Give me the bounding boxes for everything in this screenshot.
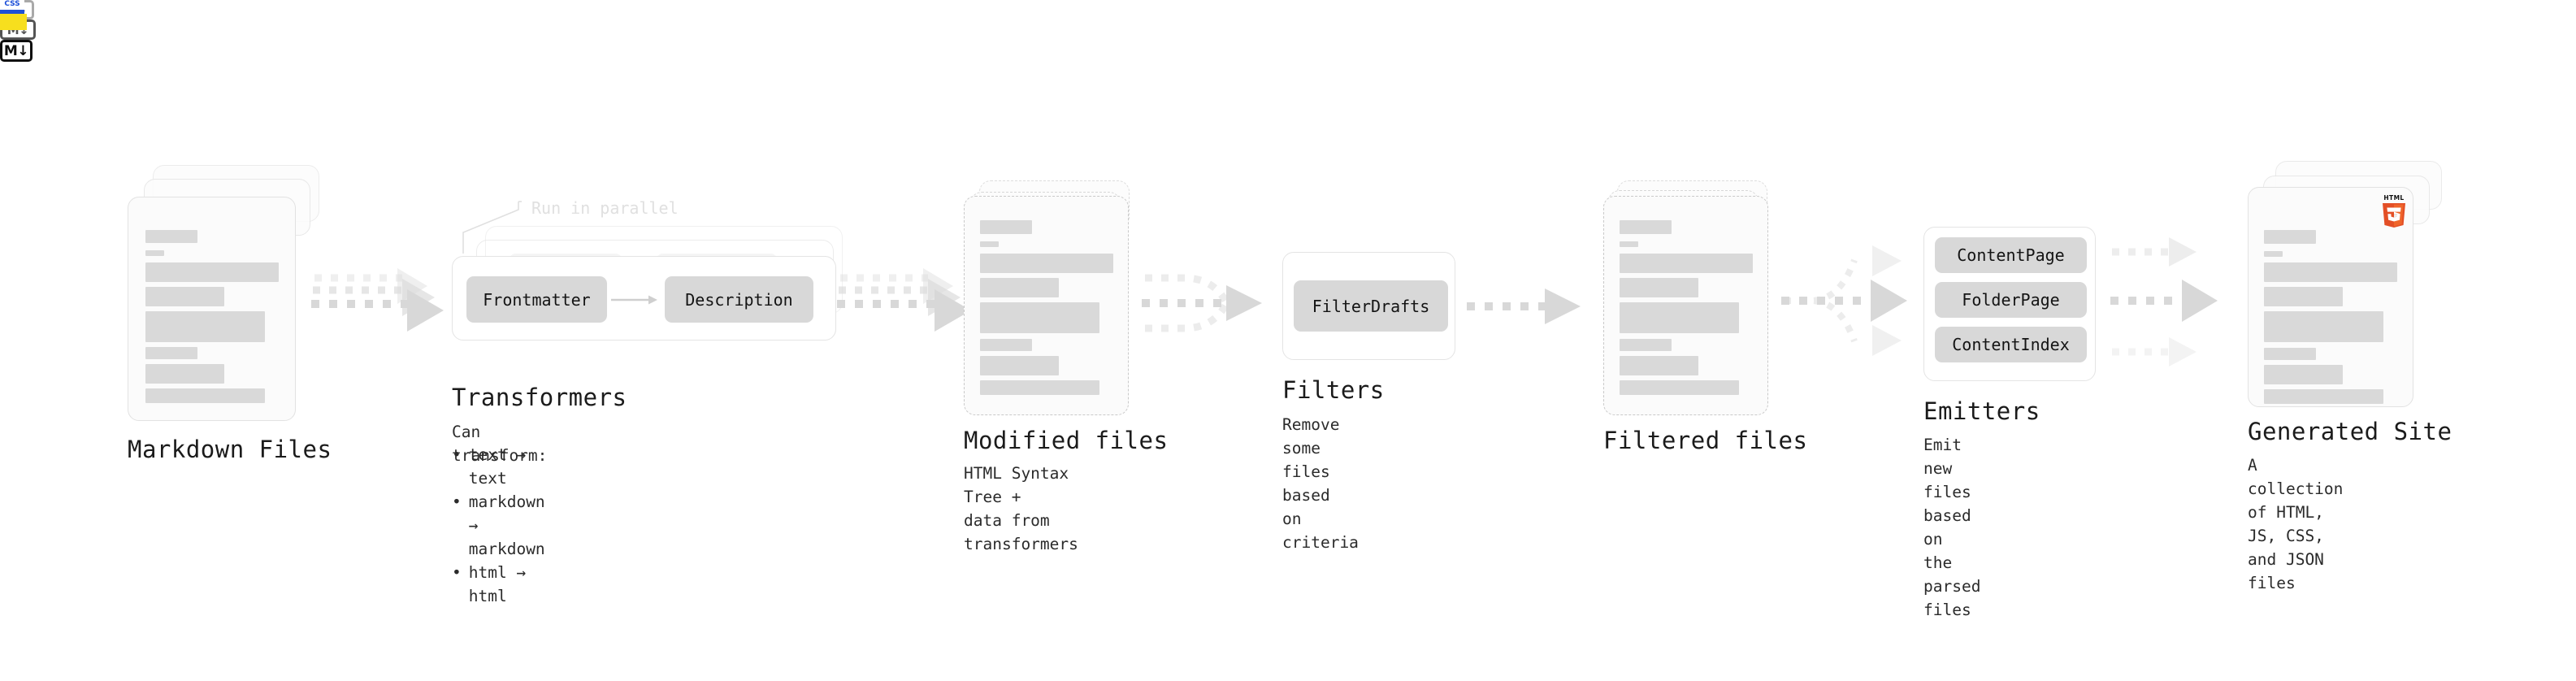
doc-bar	[1620, 339, 1672, 351]
doc-bar	[1620, 241, 1638, 247]
markdown-badge: M↓	[0, 40, 33, 62]
stage-title-modified-files: Modified files	[964, 427, 1169, 454]
stage-title-filtered-files: Filtered files	[1603, 427, 1808, 454]
doc-bar	[2264, 230, 2316, 244]
doc-bar	[980, 356, 1059, 375]
doc-bar	[145, 250, 164, 256]
doc-bar	[1620, 380, 1739, 395]
stage-title-emitters: Emitters	[1923, 397, 2040, 425]
doc-bar	[145, 262, 279, 282]
doc-bar	[980, 278, 1059, 297]
doc-bar	[2264, 389, 2383, 404]
run-in-parallel-label: Run in parallel	[531, 198, 679, 218]
doc-bar	[1620, 278, 1698, 297]
filter-pill-filterdrafts[interactable]: FilterDrafts	[1294, 280, 1448, 332]
bullet-text: html → html	[468, 563, 527, 605]
transformers-bullet-list: • text → text • markdown → markdown • ht…	[452, 443, 545, 608]
transformer-pill-frontmatter[interactable]: Frontmatter	[466, 276, 607, 323]
stage-generated-site: CSS HTML Generated Site A collection of …	[0, 0, 2452, 592]
doc-bar	[145, 311, 265, 342]
emitter-pill-contentpage[interactable]: ContentPage	[1935, 237, 2087, 273]
list-item: • html → html	[452, 561, 545, 608]
doc-bar	[980, 302, 1099, 333]
doc-bar	[1620, 254, 1753, 273]
doc-bar	[980, 254, 1113, 273]
doc-bar	[1620, 220, 1672, 234]
arrow-modified-to-filters	[1142, 274, 1262, 332]
doc-bar	[145, 388, 265, 403]
modified-document-card	[964, 196, 1129, 415]
doc-bar	[980, 241, 999, 247]
doc-bar	[145, 364, 224, 384]
doc-bar	[980, 380, 1099, 395]
transformer-pill-description[interactable]: Description	[665, 276, 813, 323]
transformer-inner-arrow	[611, 295, 657, 305]
emitter-pill-contentindex[interactable]: ContentIndex	[1935, 327, 2087, 362]
js-badge	[0, 14, 27, 30]
svg-text:HTML: HTML	[2383, 194, 2404, 202]
modified-files-subtitle: HTML Syntax Tree + data from transformer…	[964, 464, 1078, 553]
stage-title-transformers: Transformers	[452, 384, 627, 411]
arrow-transformers-to-modified	[837, 268, 971, 332]
doc-bar	[980, 220, 1032, 234]
doc-bar	[980, 339, 1032, 351]
filters-subtitle: Remove some files based on criteria	[1282, 415, 1359, 552]
list-item: • text → text	[452, 443, 545, 490]
bullet-dot: •	[452, 445, 462, 464]
doc-bar	[145, 347, 197, 359]
stage-title-markdown-files: Markdown Files	[128, 436, 332, 463]
html5-badge: HTML	[2383, 194, 2405, 228]
bullet-text: markdown → markdown	[468, 492, 545, 558]
css-badge: CSS	[0, 0, 24, 14]
arrow-filters-to-filtered	[1467, 288, 1581, 324]
doc-bar	[2264, 262, 2397, 282]
doc-bar	[145, 287, 224, 306]
bullet-dot: •	[452, 492, 462, 511]
doc-bar	[145, 230, 197, 243]
generated-site-subtitle: A collection of HTML, JS, CSS, and JSON …	[2248, 456, 2344, 592]
doc-bar	[2264, 251, 2283, 257]
emitters-subtitle: Emit new files based on the parsed files	[1923, 436, 1981, 619]
markdown-document-card	[128, 197, 296, 421]
stage-title-filters: Filters	[1282, 376, 1385, 404]
doc-bar	[1620, 302, 1739, 333]
doc-bar	[1620, 356, 1698, 375]
emitter-pill-folderpage[interactable]: FolderPage	[1935, 282, 2087, 318]
doc-bar	[2264, 287, 2343, 306]
list-item: • markdown → markdown	[452, 490, 545, 561]
arrow-emitters-to-site	[2110, 237, 2218, 367]
transformers-subtitle: Can transform:	[452, 423, 548, 465]
run-in-parallel-callout-line	[462, 201, 522, 254]
doc-bar	[2264, 348, 2316, 360]
bullet-dot: •	[452, 563, 462, 582]
stage-title-generated-site: Generated Site	[2248, 418, 2452, 445]
doc-bar	[2264, 311, 2383, 342]
arrow-filtered-to-emitters	[1781, 245, 1907, 356]
doc-bar	[2264, 365, 2343, 384]
bullet-text: text → text	[468, 445, 527, 488]
filtered-document-card	[1603, 196, 1768, 415]
arrow-markdown-to-transformers	[311, 268, 444, 332]
